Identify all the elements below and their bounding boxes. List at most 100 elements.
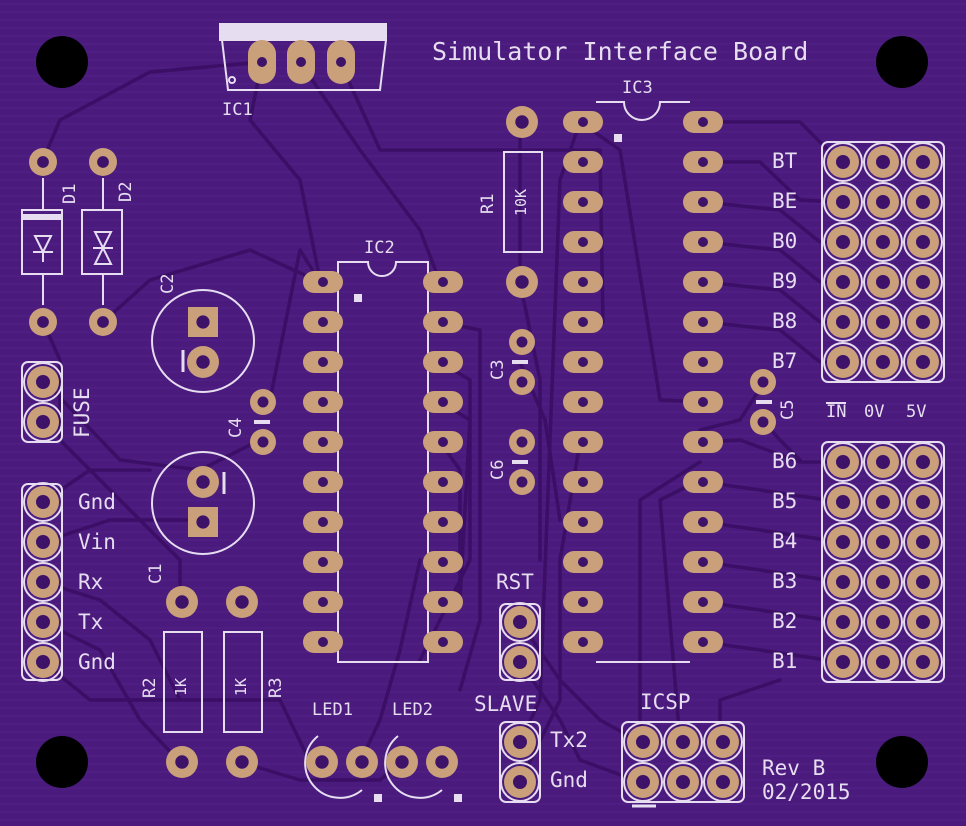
ic3-pin (563, 631, 603, 653)
label-led2: LED2 (392, 700, 433, 720)
servo-header-pin (903, 562, 943, 602)
servo-header-pin (863, 262, 903, 302)
servo-header-pin (903, 642, 943, 682)
c6-pad (509, 469, 535, 495)
led1-pad (346, 746, 378, 778)
label-c5: C5 (778, 399, 798, 420)
c5-pad (750, 409, 776, 435)
ic2-pin (303, 551, 343, 573)
header-label-be: BE (772, 189, 798, 213)
servo-header-pin (823, 222, 863, 262)
ic3-pin (563, 591, 603, 613)
ic3-pin (683, 151, 723, 173)
ic1-pin (327, 40, 355, 84)
ic2-pin (303, 351, 343, 373)
power-header-pin (23, 562, 63, 602)
power-header-pin (23, 642, 63, 682)
r3-pad (226, 746, 258, 778)
servo-header-pin (903, 342, 943, 382)
label-icsp: ICSP (640, 690, 691, 714)
ic3-pin (563, 311, 603, 333)
servo-header-pin (823, 142, 863, 182)
ic1-pin (287, 40, 315, 84)
power-header-pin (23, 482, 63, 522)
ic3-pin (563, 431, 603, 453)
label-r2-value: 1K (172, 677, 190, 696)
ic3-pin (563, 471, 603, 493)
ic3-pin (683, 111, 723, 133)
ic3-pin (563, 351, 603, 373)
ic3-pin (683, 391, 723, 413)
label-ic1: IC1 (222, 100, 253, 120)
servo-header-pin (903, 142, 943, 182)
servo-header-pin (863, 482, 903, 522)
board-date: 02/2015 (762, 780, 851, 804)
header-label-b0: B0 (772, 229, 798, 253)
servo-header-pin (823, 522, 863, 562)
ic2-pin (303, 591, 343, 613)
power-pin-label-2: Vin (78, 530, 116, 554)
servo-header-pin (903, 302, 943, 342)
ic2-pin (303, 311, 343, 333)
ic2-pin (303, 271, 343, 293)
ic3-pin (683, 351, 723, 373)
led1-pad (306, 746, 338, 778)
label-c3: C3 (488, 359, 508, 380)
power-pin-label-3: Rx (78, 570, 104, 594)
icsp-pin (703, 722, 743, 762)
solder-pads (23, 40, 943, 802)
ic2-pin (423, 431, 463, 453)
label-fuse: FUSE (70, 387, 94, 438)
servo-header-pin (903, 522, 943, 562)
icsp-pin (623, 762, 663, 802)
servo-header-pin (823, 182, 863, 222)
icsp-pin (663, 722, 703, 762)
servo-header-pin (863, 642, 903, 682)
servo-header-pin (863, 302, 903, 342)
servo-header-pin (823, 482, 863, 522)
header-label-b9: B9 (772, 269, 798, 293)
label-c6: C6 (488, 459, 508, 480)
header-label-b5: B5 (772, 489, 798, 513)
ic2-pin (423, 391, 463, 413)
c6-pad (509, 429, 535, 455)
servo-header-pin (903, 262, 943, 302)
ic3-pin (683, 591, 723, 613)
label-slave: SLAVE (474, 692, 538, 716)
label-r1-value: 10K (512, 188, 530, 216)
icsp-pin (703, 762, 743, 802)
c1-pad (187, 466, 219, 498)
servo-header-pin (903, 482, 943, 522)
power-header-pin (23, 602, 63, 642)
icsp-pin (663, 762, 703, 802)
servo-header-pin (863, 602, 903, 642)
ic2-pin (423, 271, 463, 293)
icsp-pin (623, 722, 663, 762)
ic3-pin (563, 391, 603, 413)
power-pin-label-1: Gnd (78, 490, 116, 514)
ic3-pin (683, 631, 723, 653)
power-pin-label-5: Gnd (78, 650, 116, 674)
ic3-pin (683, 311, 723, 333)
slave-pin-label-2: Gnd (550, 768, 588, 792)
power-header-pin (23, 522, 63, 562)
servo-header-pin (823, 562, 863, 602)
slave-pin (500, 762, 540, 802)
ic3-pin (683, 271, 723, 293)
c3-pad (509, 369, 535, 395)
label-r3: R3 (266, 677, 286, 698)
slave-pin-label-1: Tx2 (550, 728, 588, 752)
ic2-pin (423, 471, 463, 493)
ic2-pin (423, 551, 463, 573)
c5-pad (750, 369, 776, 395)
board-title: Simulator Interface Board (432, 37, 809, 66)
c3-pad (509, 329, 535, 355)
mounting-holes (36, 36, 928, 788)
header-label-b8: B8 (772, 309, 798, 333)
header-label-b7: B7 (772, 349, 798, 373)
header-label-b4: B4 (772, 529, 798, 553)
ic2-pin (303, 631, 343, 653)
r1-pad (506, 106, 538, 138)
d1-pad (29, 148, 57, 176)
led2-pad (386, 746, 418, 778)
